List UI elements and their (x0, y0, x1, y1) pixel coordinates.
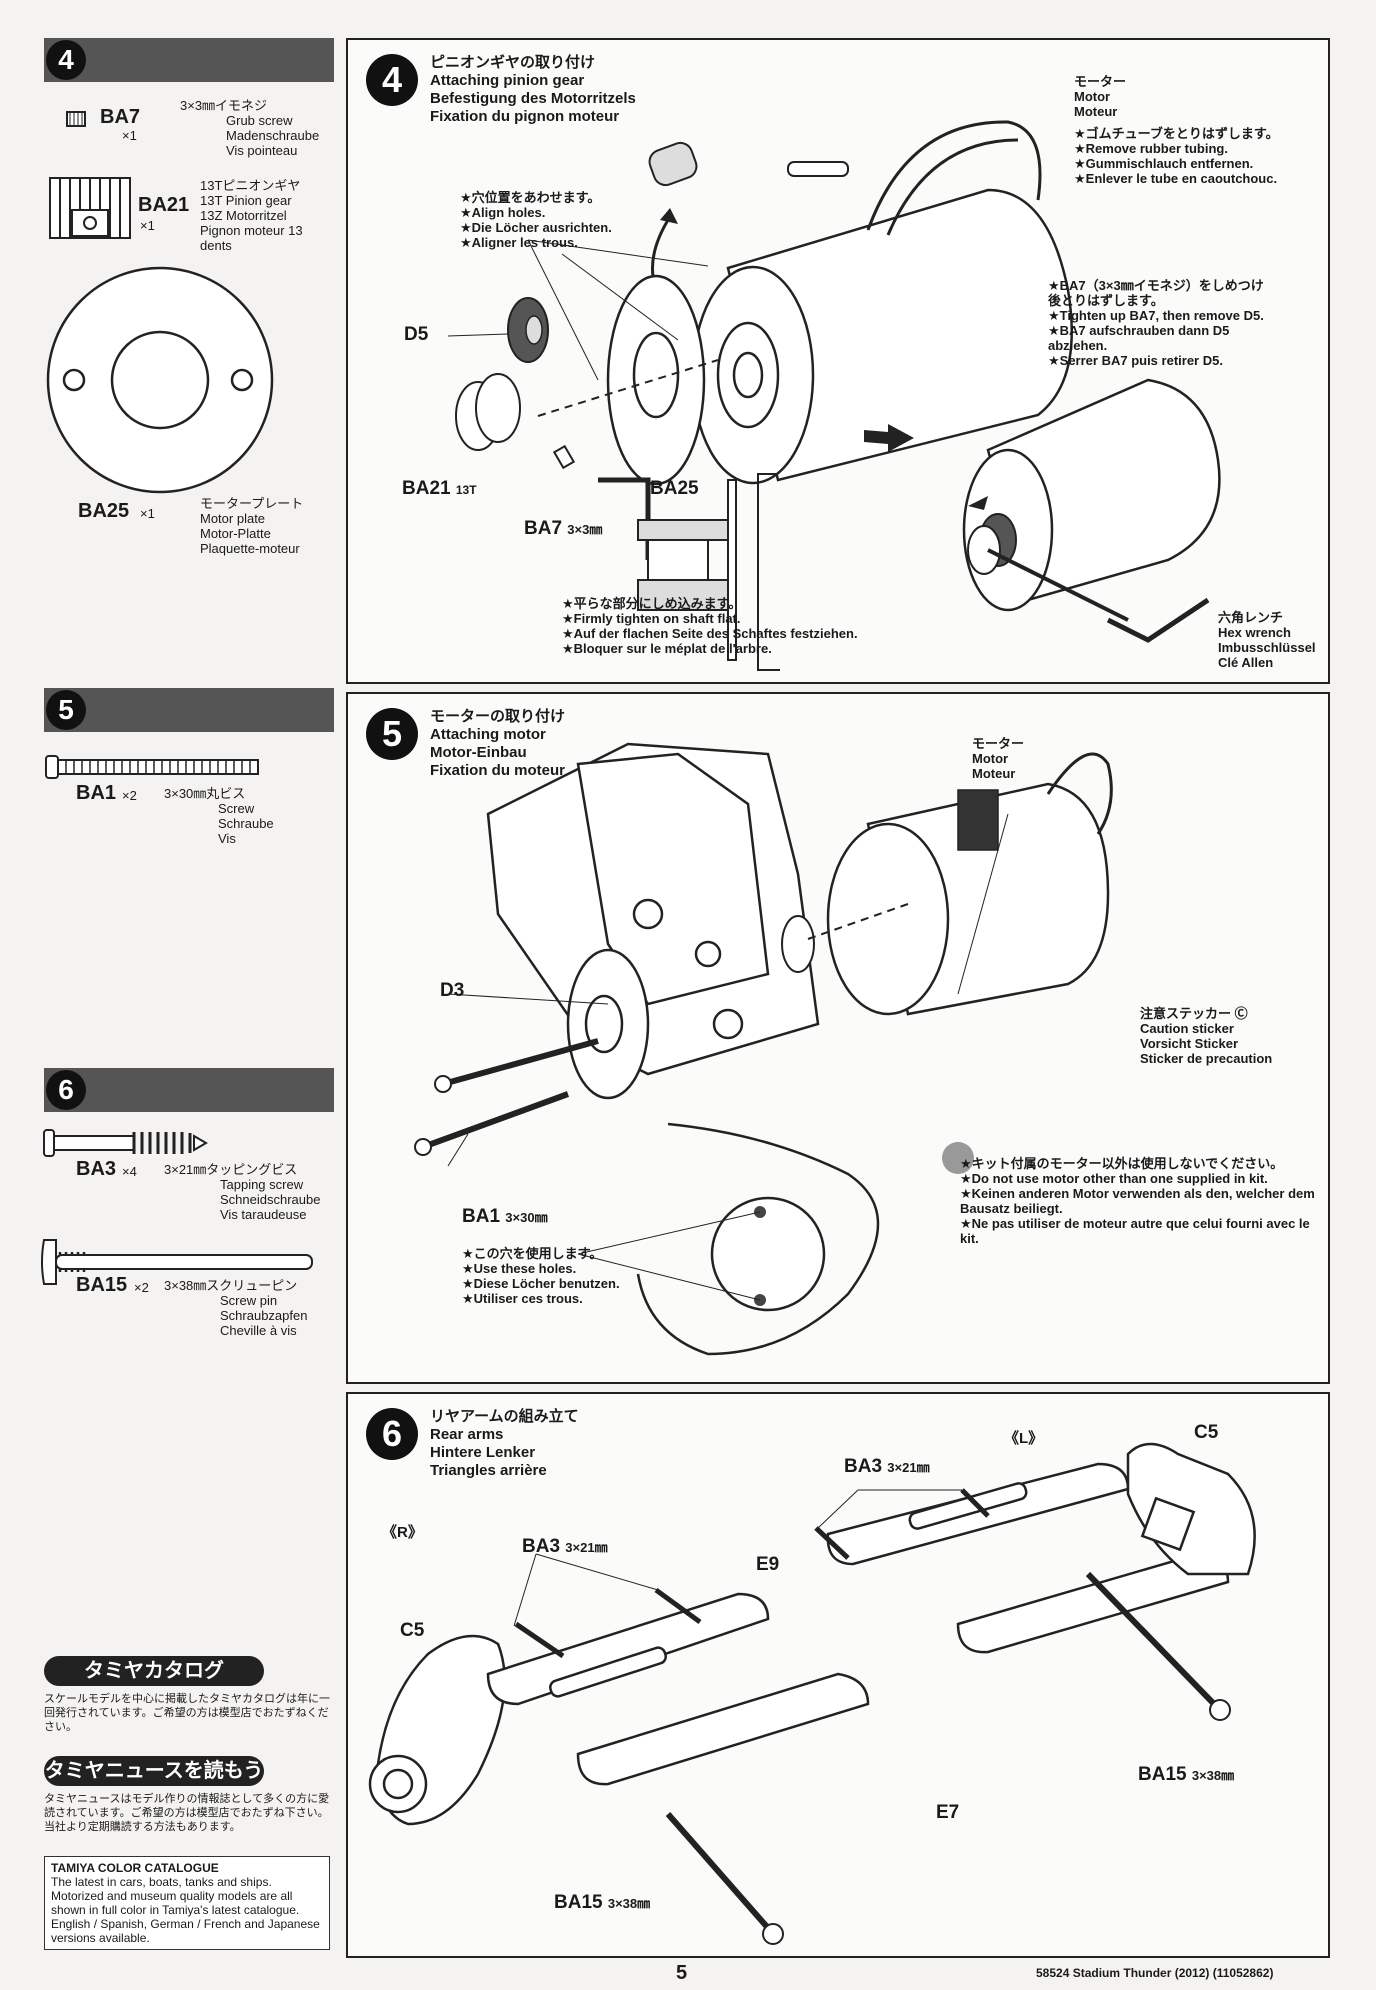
step5-warning-note: ★キット付属のモーター以外は使用しないでください。 ★Do not use mo… (960, 1156, 1315, 1246)
step4-ba7-label: BA7 3×3㎜ (524, 518, 603, 539)
step5-panel: 5 モーターの取り付け Attaching motor Motor-Einbau… (346, 692, 1330, 1384)
ba15-code: BA15 (76, 1274, 128, 1296)
footer-reference: 58524 Stadium Thunder (2012) (11052862) (1036, 1966, 1274, 1980)
ba25-desc: モータープレート Motor plate Motor-Platte Plaque… (200, 496, 304, 556)
ba3-code: BA3 (76, 1158, 117, 1180)
step6-left-label: 《L》 (1004, 1430, 1044, 1447)
step5-ba1-label: BA1 3×30㎜ (462, 1206, 548, 1227)
step4-tube-note: ★ゴムチューブをとりはずします。 ★Remove rubber tubing. … (1074, 126, 1279, 186)
step6-diagram (368, 1442, 1256, 1945)
step6-title: リヤアームの組み立て Rear arms Hintere Lenker Tria… (430, 1408, 579, 1479)
catalog-jp-body: スケールモデルを中心に掲載したタミヤカタログは年に一回発行されています。ご希望の… (44, 1693, 330, 1733)
step4-ba21-label: BA21 13T (402, 478, 477, 499)
step4-flat-note: ★平らな部分にしめ込みます。 ★Firmly tighten on shaft … (562, 596, 858, 656)
step4-title: ピニオンギヤの取り付け Attaching pinion gear Befest… (430, 54, 636, 125)
step4-number: 4 (366, 54, 418, 106)
step5-parts-number: 5 (46, 690, 86, 730)
step4-ba25-label: BA25 (650, 478, 699, 499)
news-jp-title: タミヤニュースを読もう (44, 1756, 264, 1786)
step6-c5-left-label: C5 (1194, 1422, 1219, 1443)
ba7-code: BA7 (100, 106, 141, 128)
ba25-qty: ×1 (140, 506, 155, 521)
ba15-qty: ×2 (134, 1280, 149, 1295)
step4-parts-header-bar (44, 38, 334, 82)
step4-motor-label: モーター Motor Moteur (1074, 74, 1127, 119)
step6-ba15-right-label: BA15 3×38㎜ (554, 1892, 651, 1913)
step4-diagram (447, 120, 1221, 671)
ba21-code: BA21 (138, 194, 190, 216)
step5-parts-header-bar (44, 688, 334, 732)
step5-diagram (414, 742, 1113, 1356)
ba7-desc: 3×3㎜イモネジ Grub screw Madenschraube Vis po… (180, 98, 320, 158)
step5-title: モーターの取り付け Attaching motor Motor-Einbau F… (430, 708, 566, 779)
step4-parts-number: 4 (46, 40, 86, 80)
step6-ba3-left-label: BA3 3×21㎜ (844, 1456, 930, 1477)
step6-c5-right-label: C5 (400, 1620, 425, 1641)
step5-number: 5 (366, 708, 418, 760)
step6-ba3-right-label: BA3 3×21㎜ (522, 1536, 608, 1557)
ba7-qty: ×1 (122, 128, 137, 143)
step6-number: 6 (366, 1408, 418, 1460)
step4-align-note: ★穴位置をあわせます。 ★Align holes. ★Die Löcher au… (460, 190, 612, 250)
ba21-desc: 13Tピニオンギヤ 13T Pinion gear 13Z Motorritze… (200, 178, 303, 253)
ba1-qty: ×2 (122, 788, 137, 803)
ba3-desc: 3×21㎜タッピングビス Tapping screw Schneidschrau… (164, 1162, 321, 1222)
step6-right-label: 《R》 (382, 1524, 423, 1541)
ba21-qty: ×1 (140, 218, 155, 233)
step6-parts-number: 6 (46, 1070, 86, 1110)
step6-ba15-left-label: BA15 3×38㎜ (1138, 1764, 1235, 1785)
ba15-desc: 3×38㎜スクリューピン Screw pin Schraubzapfen Che… (164, 1278, 308, 1338)
catalog-en-box: TAMIYA COLOR CATALOGUE The latest in car… (44, 1856, 330, 1950)
catalog-en-title: TAMIYA COLOR CATALOGUE (51, 1861, 219, 1875)
step5-holes-note: ★この穴を使用します。 ★Use these holes. ★Diese Löc… (462, 1246, 620, 1306)
ba1-desc: 3×30㎜丸ビス Screw Schraube Vis (164, 786, 274, 846)
step5-motor-label: モーター Motor Moteur (972, 736, 1025, 781)
ba1-code: BA1 (76, 782, 117, 804)
step6-parts-header-bar (44, 1068, 334, 1112)
step4-tighten-note: ★BA7（3×3㎜イモネジ）をしめつけ 後とりはずします。 ★Tighten u… (1048, 278, 1264, 368)
step4-hex-label: 六角レンチ Hex wrench Imbusschlüssel Clé Alle… (1218, 610, 1316, 670)
step5-d3-label: D3 (440, 980, 465, 1001)
step6-e9-label: E9 (756, 1554, 780, 1575)
page-number: 5 (676, 1962, 688, 1984)
catalog-en-body: The latest in cars, boats, tanks and shi… (51, 1875, 320, 1945)
step5-caution-label: 注意ステッカー Ⓒ Caution sticker Vorsicht Stick… (1140, 1006, 1273, 1066)
news-jp-body: タミヤニュースはモデル作りの情報誌として多くの方に愛読されています。ご希望の方は… (44, 1793, 330, 1833)
step4-d5-label: D5 (404, 324, 429, 345)
step4-panel: 4 ピニオンギヤの取り付け Attaching pinion gear Befe… (346, 38, 1330, 684)
step6-e7-label: E7 (936, 1802, 960, 1823)
ba3-qty: ×4 (122, 1164, 137, 1179)
step6-panel: 6 リヤアームの組み立て Rear arms Hintere Lenker Tr… (346, 1392, 1330, 1958)
catalog-jp-title: タミヤカタログ (44, 1656, 264, 1686)
ba25-code: BA25 (78, 500, 130, 522)
